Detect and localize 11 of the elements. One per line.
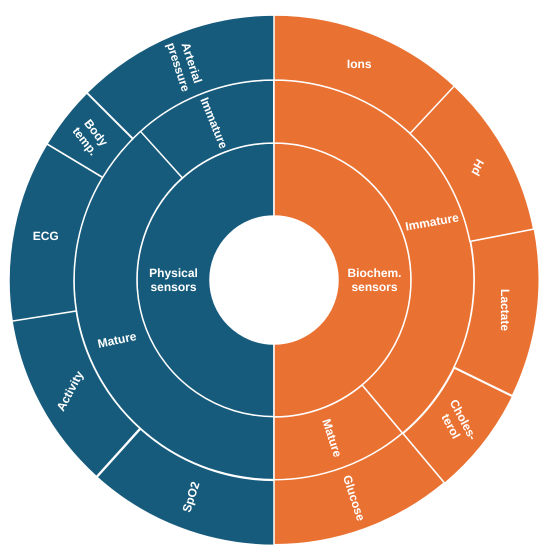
segment-label: Mature (95, 328, 138, 354)
segment-label: SpO2 (178, 478, 204, 516)
segment-label: Ions (346, 56, 373, 71)
segment-label: Mature (318, 416, 346, 462)
segment-label: Biochem. sensors (346, 266, 402, 294)
segment-label: Glucose (338, 472, 368, 526)
segment-label: pH (466, 156, 488, 180)
segment-label: Immature (404, 210, 462, 236)
segment-label: Physical sensors (148, 266, 199, 294)
segment-label: Lactate (498, 288, 512, 334)
segment-label: ECG (32, 228, 60, 243)
